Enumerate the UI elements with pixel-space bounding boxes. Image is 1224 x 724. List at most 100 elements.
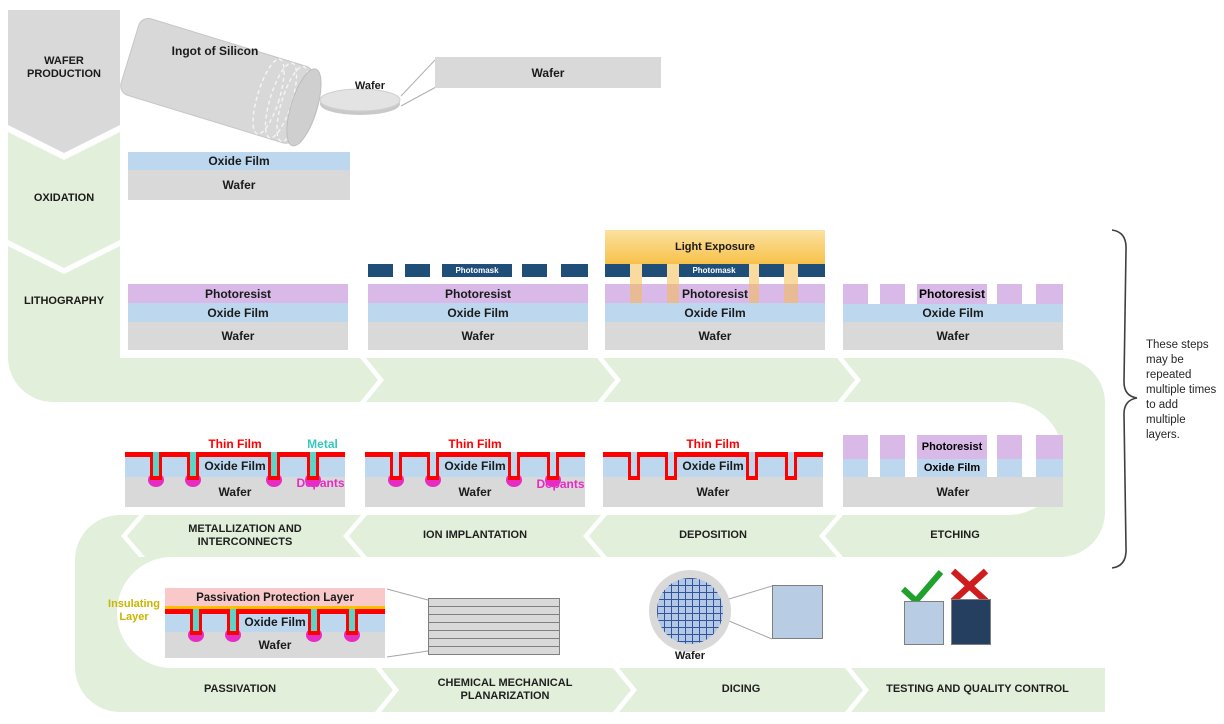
trench xyxy=(665,452,677,480)
photomask-segment xyxy=(605,264,630,277)
oxide-segment xyxy=(1036,459,1063,477)
photoresist-segment xyxy=(997,284,1022,304)
step-oxidation-label: OXIDATION xyxy=(33,192,95,204)
photoresist-segment xyxy=(843,435,868,459)
dicing-wafer-label: Wafer xyxy=(674,650,706,662)
photomask-label: Photomask xyxy=(692,266,736,275)
oxide-film-layer: Oxide Film xyxy=(128,303,348,322)
wafer-slab-label: Wafer xyxy=(531,65,565,80)
flow-label-cmp: CHEMICAL MECHANICAL PLANARIZATION xyxy=(437,676,573,702)
photomask-segment-labeled: Photomask xyxy=(679,264,749,277)
wafer-layer: Wafer xyxy=(368,322,588,350)
metal-trench xyxy=(308,609,320,635)
wafer-disc-graphic xyxy=(319,88,401,115)
oxide-film-layer: Oxide Film xyxy=(368,303,588,322)
photoresist-label: Photoresist xyxy=(444,286,511,301)
thin-film-layer xyxy=(125,452,345,457)
flow-band-row1-seg3 xyxy=(603,358,855,402)
pass-cmp-line-top xyxy=(386,588,429,601)
oxide-segment xyxy=(880,459,905,477)
wafer-layer: Wafer xyxy=(128,170,350,200)
pass-cmp-line-bottom xyxy=(386,650,429,658)
check-icon xyxy=(900,570,944,606)
wafer-label: Wafer xyxy=(221,329,255,343)
wafer-disc-label: Wafer xyxy=(354,80,386,92)
oxide-film-label: Oxide Film xyxy=(244,615,306,629)
flow-band-testing-seg xyxy=(851,668,1105,712)
wafer-label: Wafer xyxy=(258,638,292,652)
flow-band-left-uturn xyxy=(75,515,393,712)
photoresist-layer: Photoresist xyxy=(368,284,588,303)
metal-trench xyxy=(346,609,358,635)
step-wafer-production-label: WAFER PRODUCTION xyxy=(27,55,101,80)
oxide-segment-labeled: Oxide Film xyxy=(917,459,987,477)
wafer-die-line-top xyxy=(728,585,773,600)
trench xyxy=(746,452,758,480)
photomask-segment xyxy=(642,264,667,277)
step-lithography-label: LITHOGRAPHY xyxy=(23,295,105,307)
oxide-film-label: Oxide Film xyxy=(684,305,746,320)
cmp-slab xyxy=(428,646,560,655)
passivation-layer: Passivation Protection Layer xyxy=(165,588,385,607)
photoresist-label: Photoresist xyxy=(921,441,983,453)
photoresist-segment xyxy=(843,284,868,304)
repeat-note: These steps may be repeated multiple tim… xyxy=(1146,339,1217,441)
flow-label-testing: TESTING AND QUALITY CONTROL xyxy=(886,683,1069,696)
oxide-film-label: Oxide Film xyxy=(204,459,266,473)
trench xyxy=(427,452,439,480)
wafer-label: Wafer xyxy=(461,329,495,343)
flow-label-dicing: DICING xyxy=(721,683,761,696)
photoresist-segment xyxy=(880,435,905,459)
flow-band-dicing-seg xyxy=(619,668,863,712)
good-die-square xyxy=(904,601,944,645)
wafer-die-line-bottom xyxy=(728,620,773,640)
oxide-film-label: Oxide Film xyxy=(207,305,269,320)
oxide-film-layer: Oxide Film xyxy=(843,304,1063,322)
insulating-layer-line xyxy=(165,606,385,609)
dopants-label: Dopants xyxy=(536,477,585,491)
photomask-segment-labeled: Photomask xyxy=(442,264,512,277)
wafer-label: Wafer xyxy=(218,485,252,499)
photomask-segment xyxy=(405,264,430,277)
thin-film-label: Thin Film xyxy=(686,437,740,451)
photoresist-segment-labeled: Photoresist xyxy=(917,284,987,304)
oxide-film-layer: Oxide Film xyxy=(603,455,823,477)
flow-band-metallization-seg xyxy=(127,515,361,557)
light-exposure-band: Light Exposure xyxy=(605,230,825,264)
photoresist-layer: Photoresist xyxy=(605,284,825,303)
photomask-label: Photomask xyxy=(455,266,499,275)
oxide-film-label: Oxide Film xyxy=(208,154,270,168)
insulating-layer-label: Insulating Layer xyxy=(108,598,160,623)
metal-trench xyxy=(268,452,280,480)
trench xyxy=(390,452,402,480)
disc-slab-line-top xyxy=(400,58,437,97)
dopants-label: Dopants xyxy=(296,476,345,490)
trench xyxy=(508,452,520,480)
flow-band-right-uturn xyxy=(825,358,1105,557)
metal-label: Metal xyxy=(307,437,338,451)
wafer-layer: Wafer xyxy=(843,477,1063,507)
photomask-segment xyxy=(759,264,784,277)
photoresist-segment xyxy=(997,435,1022,459)
wafer-label: Wafer xyxy=(936,329,970,343)
photoresist-label: Photoresist xyxy=(681,286,748,301)
photoresist-label: Photoresist xyxy=(204,286,271,301)
wafer-layer: Wafer xyxy=(603,477,823,507)
oxide-film-label: Oxide Film xyxy=(444,459,506,473)
flow-band-ion-seg xyxy=(349,515,601,557)
metal-trench xyxy=(150,452,162,480)
silicon-ingot-graphic xyxy=(120,17,322,147)
flow-label-passivation: PASSIVATION xyxy=(203,683,277,696)
oxide-film-layer: Oxide Film xyxy=(125,455,345,477)
flow-band-deposition-seg xyxy=(589,515,837,557)
wafer-label: Wafer xyxy=(222,178,256,192)
metal-trench xyxy=(187,452,199,480)
oxide-segment xyxy=(997,459,1022,477)
light-ray xyxy=(667,263,679,303)
light-ray xyxy=(784,263,798,303)
wafer-layer: Wafer xyxy=(843,322,1063,350)
photomask-segment xyxy=(368,264,393,277)
wafer-label: Wafer xyxy=(936,485,970,499)
oxide-film-label: Oxide Film xyxy=(922,306,984,320)
